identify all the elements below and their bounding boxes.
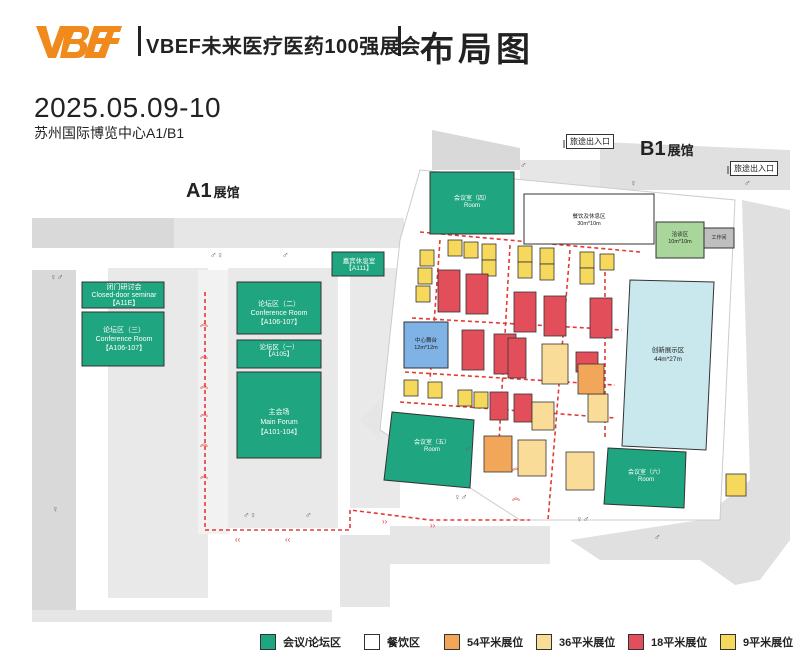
header-divider-right	[398, 26, 401, 56]
negotiation-area[interactable]	[655, 221, 705, 259]
dining-area[interactable]	[523, 193, 655, 245]
legend-item: 餐饮区	[364, 634, 420, 650]
room-label: 嘉宾休息室 【A111】	[342, 258, 376, 272]
svg-text:︽: ︽	[200, 351, 208, 360]
event-venue: 苏州国际博览中心A1/B1	[34, 125, 185, 141]
room-vip-lounge[interactable]	[331, 251, 385, 277]
svg-text:♂♀: ♂♀	[243, 510, 257, 520]
svg-text:♂: ♂	[305, 510, 312, 520]
svg-text:››: ››	[430, 521, 436, 530]
booth-54sqm-group	[483, 363, 605, 473]
room-label: 论坛区（三） Conference Room 【A106-107】	[95, 327, 153, 352]
svg-text:︽: ︽	[512, 463, 520, 472]
entrance-arrows	[563, 140, 729, 174]
booth-9sqm-group	[403, 239, 747, 497]
svg-text:♂: ♂	[282, 250, 289, 260]
legend-item: 会议/论坛区	[260, 634, 341, 650]
room-main-hall[interactable]	[236, 371, 322, 459]
room-forum-3[interactable]	[81, 311, 165, 367]
svg-text:♂: ♂	[654, 532, 661, 542]
room-label: 餐饮及休息区 30m*10m	[572, 214, 606, 227]
svg-text:››: ››	[382, 517, 388, 526]
b1-hall	[360, 130, 790, 585]
svg-text:︽: ︽	[200, 439, 208, 448]
svg-text:♀: ♀	[52, 504, 59, 514]
room-label: 洽谈区 10m*10m	[668, 232, 692, 245]
room-b1-meeting-6[interactable]	[603, 447, 687, 509]
event-date: 2025.05.09-10	[34, 92, 222, 123]
room-b1-meeting-4[interactable]	[429, 171, 515, 235]
legend-item: 54平米展位	[444, 634, 523, 650]
room-label: 论坛区（一） 【A105】	[259, 344, 299, 358]
work-room[interactable]	[703, 227, 735, 249]
vbef-logo	[36, 26, 122, 58]
svg-text:♀♂: ♀♂	[454, 492, 468, 502]
svg-text:︽: ︽	[200, 319, 208, 328]
booth-18sqm-group	[437, 269, 613, 423]
legend-item: 36平米展位	[536, 634, 615, 650]
svg-text:♂: ♂	[520, 160, 527, 170]
event-title: VBEF未来医疗医药100强展会	[146, 36, 421, 58]
svg-text:♀♂: ♀♂	[576, 514, 590, 524]
room-label: 中心舞台 12m*12m	[414, 338, 438, 351]
svg-text:︽: ︽	[200, 381, 208, 390]
legend-item: 9平米展位	[720, 634, 793, 650]
room-label: 主会场 Main Forum 【A101-104】	[256, 409, 302, 436]
center-stage[interactable]	[403, 321, 449, 369]
room-label: 闭门研讨会 Closed-door seminar 【A11E】	[91, 284, 157, 307]
room-forum-2[interactable]	[236, 281, 322, 335]
svg-text:♂: ♂	[744, 178, 751, 188]
room-label: 会议室（四） Room	[453, 196, 490, 209]
room-label: 会议室（六） Room	[627, 470, 664, 483]
map-title: 布局图	[420, 31, 534, 69]
innovation-showcase[interactable]	[621, 279, 715, 451]
svg-text:︽: ︽	[512, 493, 520, 502]
room-forum-1[interactable]	[236, 339, 322, 369]
svg-text:‹‹: ‹‹	[235, 535, 241, 544]
booth-36sqm-group	[517, 343, 609, 491]
svg-text:‹‹: ‹‹	[285, 535, 291, 544]
walkway-arrows: ︽ ︽ ︽ ︽ ︽ ︽ ‹‹ ‹‹ ›› ›› ︽ ︽	[200, 319, 520, 544]
legend: 会议/论坛区 餐饮区 54平米展位 36平米展位 18平米展位 9平米展位	[260, 634, 800, 654]
svg-text:♂♀: ♂♀	[210, 250, 224, 260]
room-label: 工作间	[711, 235, 727, 241]
room-label: 论坛区（二） Conference Room 【A106-107】	[250, 301, 308, 326]
entrance-label: 旅途出入口	[730, 161, 778, 176]
entrance-label: 旅途出入口	[566, 134, 614, 149]
legend-item: 18平米展位	[628, 634, 707, 650]
svg-text:♀♂: ♀♂	[50, 272, 64, 282]
svg-text:︽: ︽	[200, 471, 208, 480]
room-label: 会议室（五） Room	[413, 440, 450, 453]
svg-text:︽: ︽	[200, 409, 208, 418]
room-label: 创新展示区 44m*27m	[651, 347, 685, 363]
restroom-icon: ♀♂ ♂♀ ♂ ♂♀ ♂ ♀	[50, 250, 312, 520]
svg-text:♂: ♂	[464, 444, 471, 454]
room-closed-seminar[interactable]	[81, 281, 165, 309]
svg-text:♀: ♀	[630, 178, 637, 188]
room-b1-meeting-5[interactable]	[383, 411, 475, 489]
header-divider-left	[138, 26, 141, 56]
